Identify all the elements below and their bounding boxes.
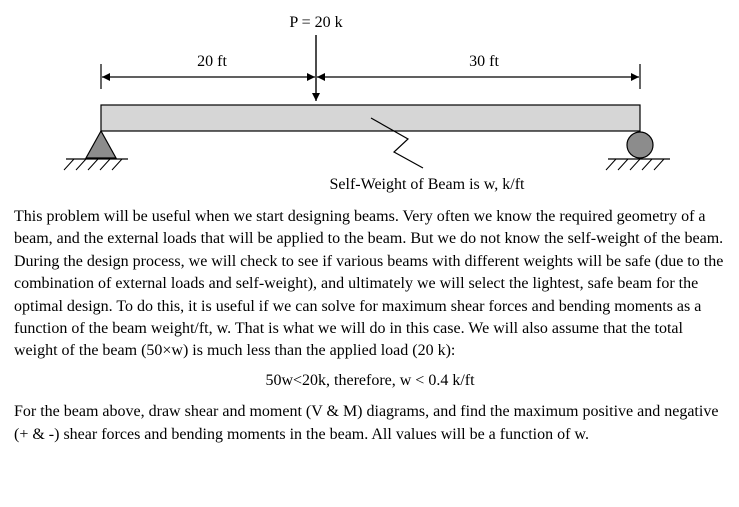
self-weight-leader (370, 117, 424, 169)
beam-diagram: P = 20 k 20 ft 30 ft Self-Weight of Beam… (63, 14, 670, 193)
pin-support (63, 129, 128, 171)
left-span-label: 20 ft (197, 53, 227, 70)
right-span-label: 30 ft (469, 53, 499, 70)
problem-text: This problem will be useful when we star… (14, 206, 726, 446)
beam (100, 104, 641, 132)
load-label: P = 20 k (289, 14, 342, 31)
weight-equation: 50w<20k, therefore, w < 0.4 k/ft (265, 371, 475, 389)
intro-paragraph: This problem will be useful when we star… (14, 208, 724, 360)
roller-support (605, 131, 670, 171)
task-paragraph: For the beam above, draw shear and momen… (14, 403, 719, 443)
self-weight-label: Self-Weight of Beam is w, k/ft (330, 176, 526, 193)
